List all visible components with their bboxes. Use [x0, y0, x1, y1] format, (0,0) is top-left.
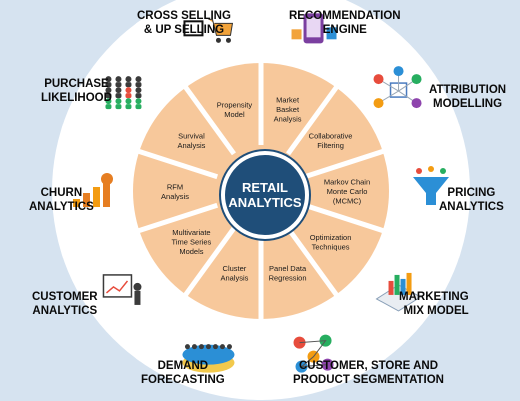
churn-people-icon: [105, 76, 142, 110]
label-purchase: PURCHASE LIKELIHOOD: [41, 77, 112, 105]
label-customer-line1: CUSTOMER: [32, 291, 98, 303]
label-recommendation-line1: RECOMMENDATION: [289, 10, 401, 22]
demand-forecast-icon: [102, 274, 142, 305]
label-attribution: ATTRIBUTION MODELLING: [429, 83, 506, 111]
label-marketing-mix-line2: MIX MODEL: [403, 305, 469, 317]
label-customer-line2: ANALYTICS: [32, 305, 98, 317]
segment-icons: [73, 13, 449, 373]
ring-spokes: [61, 0, 461, 400]
customer-analytics-icon: [73, 173, 113, 207]
label-segmentation: CUSTOMER, STORE AND PRODUCT SEGMENTATION: [293, 359, 444, 387]
label-churn: CHURN ANALYTICS: [29, 186, 94, 214]
label-cross-selling: CROSS SELLING & UP SELLING: [137, 9, 231, 37]
label-marketing-mix-line1: MARKETING: [399, 291, 469, 303]
label-purchase-line1: PURCHASE: [44, 78, 109, 90]
segment-divider: [136, 226, 236, 362]
segment-divider: [286, 226, 386, 362]
label-pricing-line1: PRICING: [447, 187, 496, 199]
segmentation-crowd-icon: [182, 344, 235, 373]
label-pricing: PRICING ANALYTICS: [439, 186, 504, 214]
label-segmentation-line2: PRODUCT SEGMENTATION: [293, 374, 444, 386]
segment-divider: [303, 124, 461, 180]
label-segmentation-line1: CUSTOMER, STORE AND: [298, 360, 439, 372]
label-churn-line2: ANALYTICS: [29, 201, 94, 213]
label-attribution-line1: ATTRIBUTION: [429, 84, 507, 96]
center-title-line1: RETAIL: [242, 180, 288, 195]
label-demand-line1: DEMAND: [157, 360, 209, 372]
purchase-cart-icon: [183, 18, 234, 43]
label-pricing-line2: ANALYTICS: [439, 201, 504, 213]
segment-divider: [61, 202, 219, 258]
segment-divider: [61, 124, 219, 180]
label-attribution-line2: MODELLING: [433, 98, 503, 110]
attribution-funnel-icon: [413, 166, 449, 205]
label-demand: DEMAND FORECASTING: [141, 359, 225, 387]
center-hub: RETAIL ANALYTICS: [221, 151, 309, 239]
segment-divider: [136, 20, 236, 156]
label-churn-line1: CHURN: [40, 187, 83, 199]
label-cross-selling-line2: & UP SELLING: [143, 24, 225, 36]
label-demand-line2: FORECASTING: [141, 374, 225, 386]
segment-divider: [303, 202, 461, 258]
pricing-charts-icon: [375, 272, 422, 312]
center-title-line2: ANALYTICS: [228, 195, 302, 210]
segment-divider: [286, 20, 386, 156]
label-recommendation: RECOMMENDATION ENGINE: [289, 9, 401, 37]
shopping-app-icon: [291, 13, 337, 44]
label-recommendation-line2: ENGINE: [322, 24, 367, 36]
label-customer: CUSTOMER ANALYTICS: [32, 290, 98, 318]
label-purchase-line2: LIKELIHOOD: [41, 92, 112, 104]
marketing-mix-icon: [293, 334, 334, 373]
label-cross-selling-line1: CROSS SELLING: [137, 10, 231, 22]
label-marketing-mix: MARKETING MIX MODEL: [399, 290, 469, 318]
recommendation-network-icon: [373, 66, 422, 109]
